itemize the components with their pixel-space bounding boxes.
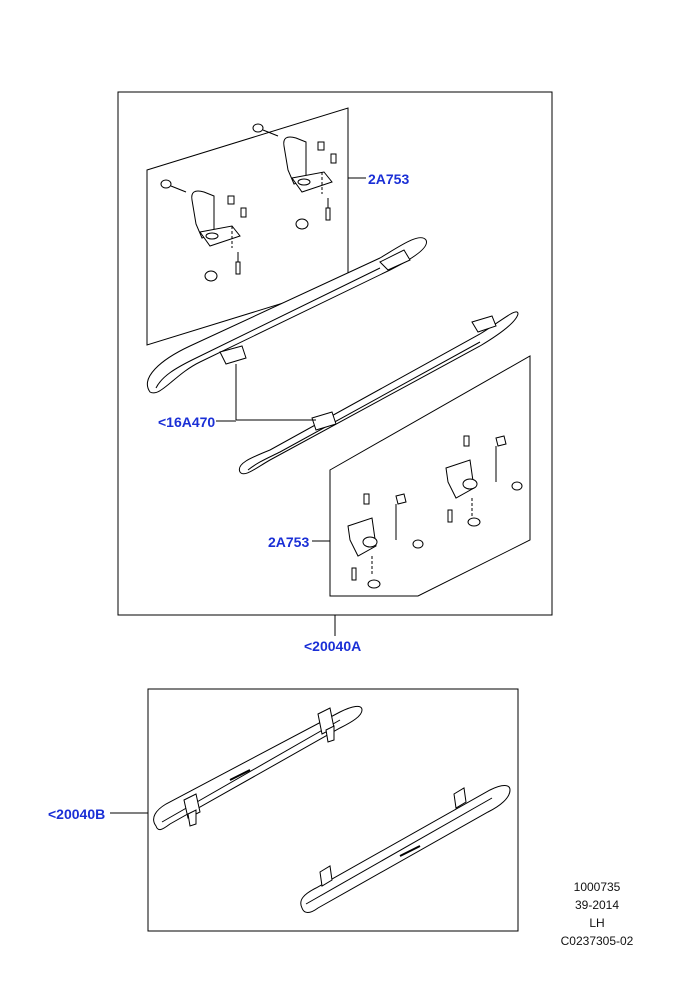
drawing-code: C0237305-02 <box>560 934 634 948</box>
callout-20040a[interactable]: <20040A <box>304 638 362 654</box>
kit-b-frame <box>147 688 519 932</box>
side-indicator: LH <box>589 916 605 930</box>
callout-2a753-lower[interactable]: 2A753 <box>268 534 310 550</box>
callout-20040b[interactable]: <20040B <box>48 806 106 822</box>
lower-bracket-right <box>445 435 523 527</box>
date-code: 39-2014 <box>574 898 620 912</box>
upper-bracket-left <box>160 179 247 282</box>
kit-b-step-upper <box>153 705 363 831</box>
lower-rail <box>238 311 519 475</box>
kit-b-step-lower <box>300 785 511 913</box>
upper-rail <box>147 237 427 394</box>
callout-16a470[interactable]: <16A470 <box>158 414 216 430</box>
lower-bracket-panel <box>329 355 531 597</box>
ref-number: 1000735 <box>573 880 621 894</box>
upper-bracket-right <box>252 123 337 230</box>
rail-leader <box>216 364 316 422</box>
lower-bracket-left <box>347 493 424 589</box>
callout-2a753-upper[interactable]: 2A753 <box>368 171 410 187</box>
